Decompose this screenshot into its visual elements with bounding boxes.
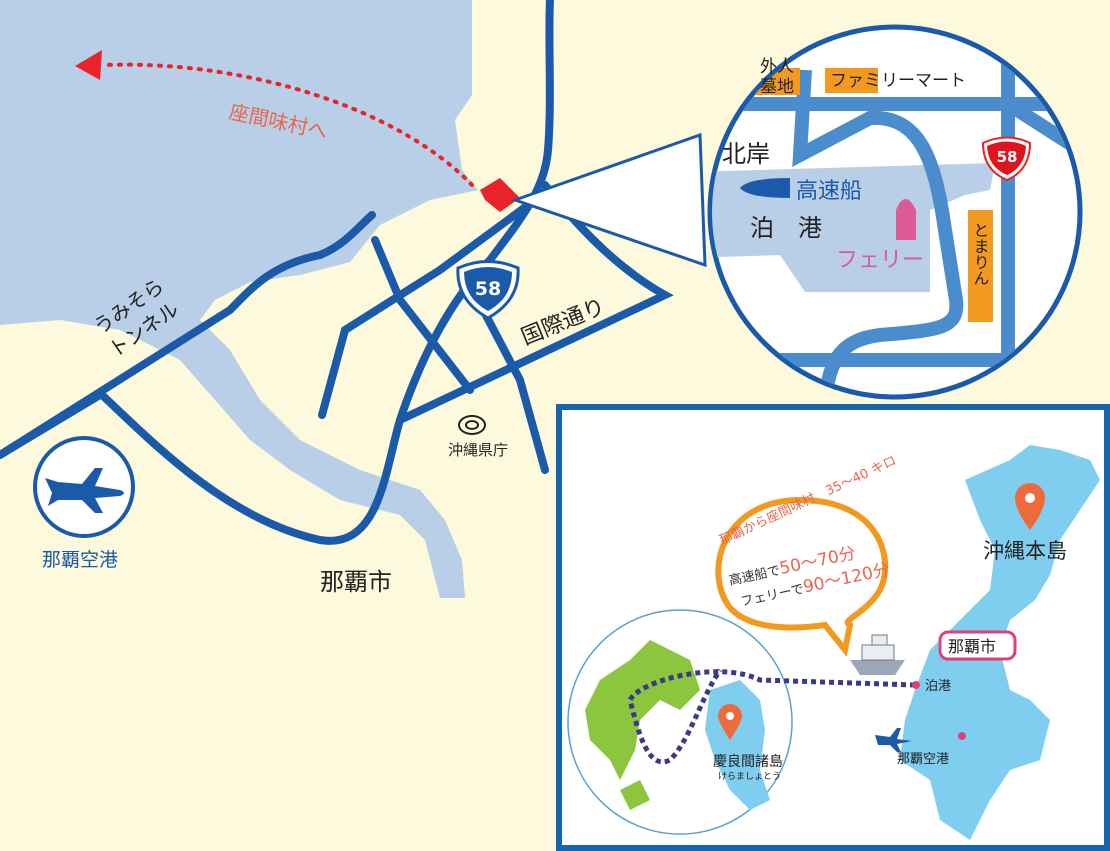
- location-pin-okinawa-icon: [1015, 483, 1045, 530]
- high-speed-boat-label: 高速船: [796, 179, 862, 204]
- airport-dot: [958, 732, 966, 740]
- route-58-inset-label: 58: [997, 148, 1018, 166]
- location-pin-kerama-icon: [718, 704, 742, 740]
- naha-city-badge-label: 那覇市: [948, 637, 996, 656]
- route-58-red-shield-icon: 58: [981, 136, 1032, 182]
- prefectural-office-label: 沖縄県庁: [448, 441, 508, 459]
- tomari-port-label: 泊 港: [750, 214, 822, 242]
- tomarin-label: とまりん: [971, 222, 990, 286]
- sea-route-dotted: [103, 62, 474, 187]
- ferry-boat-icon: [896, 199, 916, 240]
- kerama-reading-label: けらましょとう: [718, 771, 781, 782]
- family-mart-label: ファミリーマート: [830, 71, 966, 91]
- kishi-label: 北岸: [722, 140, 770, 168]
- naha-airport-label: 那覇空港: [897, 752, 949, 767]
- airplane-small-icon: [875, 728, 912, 752]
- airplane-icon: [45, 468, 124, 513]
- inset-map: [712, 40, 1078, 395]
- main-road: [96, 0, 554, 545]
- kerama-islands-green: [585, 640, 700, 810]
- route-58-shield-icon: 58: [456, 260, 520, 320]
- airport-marker: [33, 436, 135, 538]
- inset-callout: [510, 132, 707, 268]
- kerama-label: 慶良間諸島: [713, 754, 783, 770]
- high-speed-boat-icon: [740, 178, 790, 198]
- port-marker-icon: [480, 178, 520, 212]
- ferry-route-dotted: [627, 668, 916, 765]
- route-58-label: 58: [475, 278, 501, 300]
- tomarin-marker: [968, 210, 993, 322]
- tomari-port-label: 泊港: [925, 679, 951, 694]
- speech-bubble: [715, 496, 889, 657]
- land-peninsula: [230, 280, 330, 350]
- tomari-dot: [912, 681, 920, 689]
- naha-city-label: 那覇市: [320, 568, 392, 596]
- sea: [0, 0, 478, 598]
- tunnel-road: [0, 211, 376, 459]
- branch-road-2: [371, 236, 474, 394]
- naha-city-badge: [938, 630, 1017, 661]
- branch-road-1: [318, 196, 539, 419]
- office-icon: [458, 415, 486, 435]
- arrow-head-icon: [75, 50, 102, 80]
- okinawa-main-label: 沖縄本島: [983, 539, 1067, 563]
- cemetery-label-1: 外人: [760, 57, 794, 77]
- ferry-ship-icon: [850, 634, 905, 675]
- cemetery-label-2: 墓地: [760, 77, 794, 97]
- ferry-label: フェリー: [836, 248, 924, 273]
- tunnel-road-side: [0, 391, 104, 459]
- airport-label: 那覇空港: [42, 549, 118, 571]
